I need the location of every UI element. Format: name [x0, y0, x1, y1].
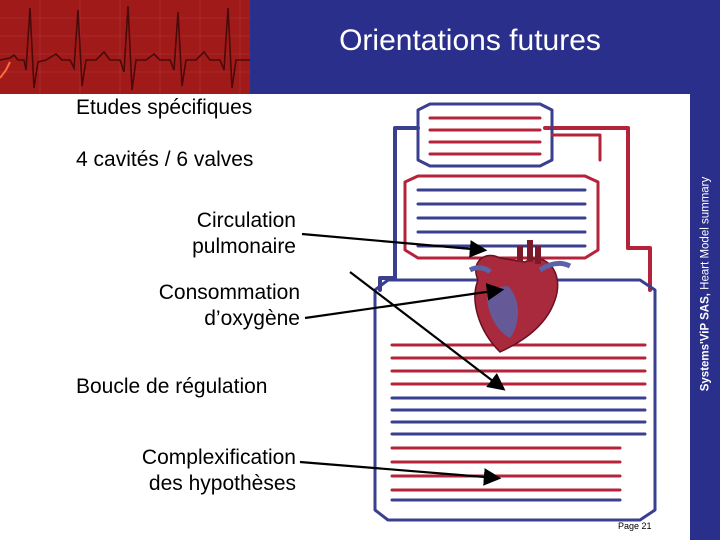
side-caption-brand: Systems'ViP SAS,: [699, 293, 712, 392]
label-etudes: Etudes spécifiques: [76, 96, 253, 119]
label-consommation: Consommation d’oxygène: [100, 280, 300, 332]
arrow-consommation: [304, 283, 505, 320]
page-title: Orientations futures: [339, 24, 601, 57]
pulmonary-loops: [403, 174, 600, 260]
side-bar: [690, 94, 720, 540]
side-caption-text: Heart Model summary: [699, 176, 712, 294]
label-circulation-line1: Circulation: [196, 209, 296, 232]
label-circulation: Circulation pulmonaire: [100, 208, 296, 260]
label-complexification-line2: des hypothèses: [148, 472, 296, 495]
arrow-circulation: [301, 232, 488, 258]
ecg-banner: [0, 0, 250, 94]
regulation-loops: [390, 343, 647, 502]
systemic-top-loops: [416, 102, 602, 168]
label-consommation-line2: d’oxygène: [204, 307, 300, 330]
page-number: Page 21: [618, 521, 652, 531]
ecg-trace-icon: [0, 0, 250, 94]
circulation-diagram: [299, 102, 657, 522]
label-complexification: Complexification des hypothèses: [96, 445, 296, 497]
label-complexification-line1: Complexification: [141, 446, 296, 469]
label-circulation-line2: pulmonaire: [192, 235, 296, 258]
label-boucle: Boucle de régulation: [76, 375, 268, 398]
arrow-complexification: [299, 460, 502, 486]
label-cavites: 4 cavités / 6 valves: [76, 148, 254, 171]
side-caption: Systems'ViP SAS, Heart Model summary: [690, 94, 720, 474]
label-consommation-line1: Consommation: [158, 281, 300, 304]
arrow-boucle: [349, 271, 506, 391]
